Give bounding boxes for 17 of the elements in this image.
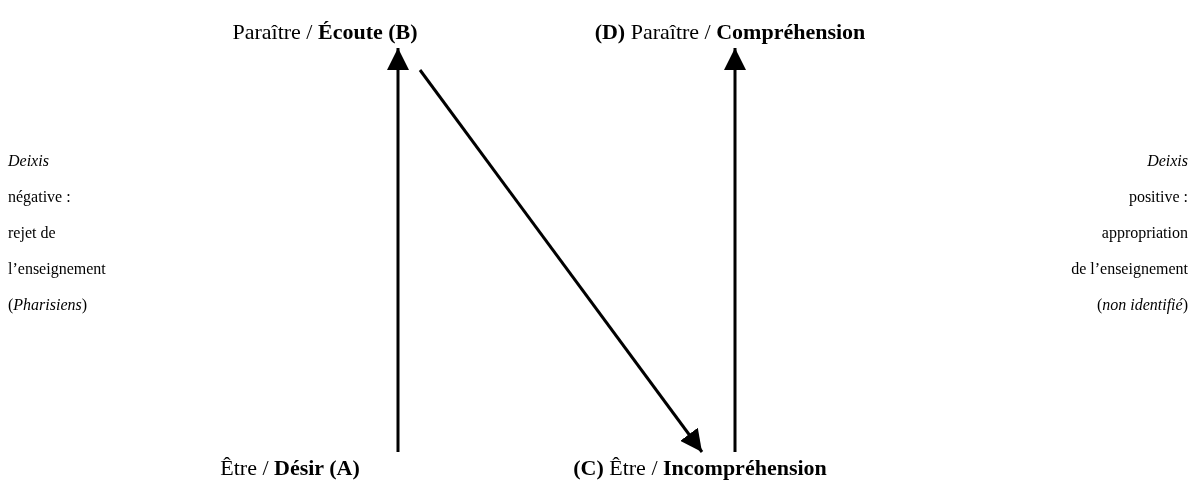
- side-label: (non identifié): [1096, 295, 1188, 316]
- node-label: Être / Désir (A): [220, 457, 360, 479]
- side-label: appropriation: [1101, 223, 1188, 244]
- side-label: de l’enseignement: [1071, 259, 1188, 280]
- side-label: négative :: [8, 187, 72, 208]
- node-label: (D) Paraître / Compréhension: [594, 21, 866, 43]
- side-label: (Pharisiens): [8, 295, 89, 316]
- side-label: positive :: [1128, 187, 1188, 208]
- node-label: Paraître / Écoute (B): [232, 21, 418, 43]
- side-label: Deixis: [1147, 151, 1188, 171]
- node-label: (C) Être / Incompréhension: [573, 457, 827, 479]
- arrow: [418, 69, 704, 453]
- arrow: [387, 48, 409, 452]
- side-label: Deixis: [8, 151, 50, 171]
- side-label: l’enseignement: [8, 259, 106, 280]
- side-label: rejet de: [8, 223, 57, 244]
- arrow: [724, 48, 746, 452]
